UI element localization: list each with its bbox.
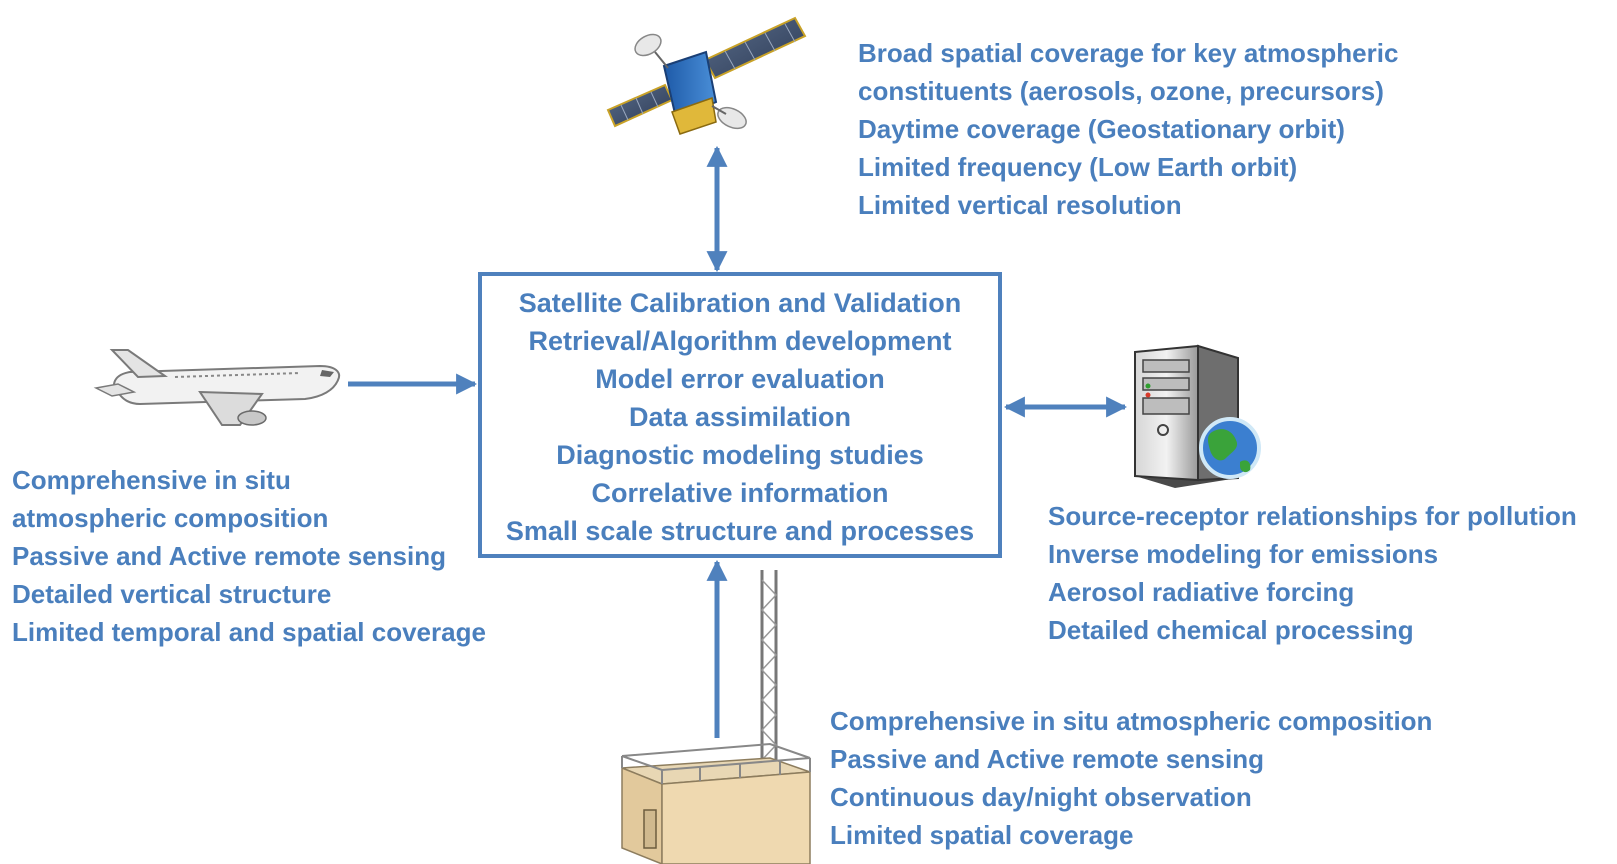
aircraft-line: Limited temporal and spatial coverage (12, 617, 486, 647)
satellite-icon (606, 16, 807, 135)
aircraft-line: Detailed vertical structure (12, 579, 332, 609)
model-line: Detailed chemical processing (1048, 615, 1414, 645)
aircraft-line: Comprehensive in situ (12, 465, 291, 495)
aircraft-line: atmospheric composition (12, 503, 329, 533)
ground-line: Continuous day/night observation (830, 782, 1252, 812)
satellite-line: constituents (aerosols, ozone, precursor… (858, 76, 1384, 106)
ground-line: Comprehensive in situ atmospheric compos… (830, 706, 1433, 736)
model-line: Source-receptor relationships for pollut… (1048, 501, 1577, 531)
satellite-line: Broad spatial coverage for key atmospher… (858, 38, 1399, 68)
aircraft-text-block: Comprehensive in situ atmospheric compos… (12, 461, 486, 651)
center-line: Retrieval/Algorithm development (528, 326, 952, 356)
ground-station-icon (621, 570, 811, 864)
ground-line: Passive and Active remote sensing (830, 744, 1265, 774)
model-text-block: Source-receptor relationships for pollut… (1048, 497, 1577, 649)
globe-icon (1199, 417, 1261, 479)
center-line: Correlative information (591, 478, 889, 508)
ground-line: Limited spatial coverage (830, 820, 1134, 850)
ground-text-block: Comprehensive in situ atmospheric compos… (830, 702, 1432, 854)
center-line: Model error evaluation (595, 364, 885, 394)
airplane-icon (93, 349, 340, 426)
model-line: Inverse modeling for emissions (1048, 539, 1439, 569)
model-line: Aerosol radiative forcing (1048, 577, 1355, 607)
center-applications-box: Satellite Calibration and Validation Ret… (478, 272, 1002, 558)
center-line: Satellite Calibration and Validation (518, 288, 962, 318)
satellite-line: Daytime coverage (Geostationary orbit) (858, 114, 1345, 144)
center-line: Small scale structure and processes (505, 516, 975, 546)
satellite-text-block: Broad spatial coverage for key atmospher… (858, 34, 1398, 224)
satellite-line: Limited frequency (Low Earth orbit) (858, 152, 1298, 182)
satellite-line: Limited vertical resolution (858, 190, 1182, 220)
aircraft-line: Passive and Active remote sensing (12, 541, 447, 571)
center-line: Diagnostic modeling studies (556, 440, 924, 470)
center-line: Data assimilation (628, 402, 852, 432)
